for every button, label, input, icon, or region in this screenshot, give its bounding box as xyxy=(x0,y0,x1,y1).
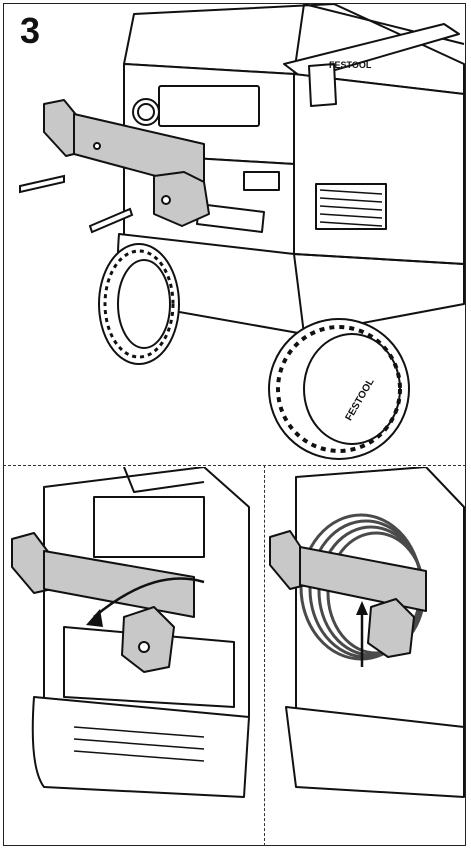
detail-cable-wound xyxy=(269,467,465,798)
panel-divider-vertical xyxy=(264,465,265,846)
main-illustration: FESTOOL FESTOOL xyxy=(19,4,465,460)
panel-divider-horizontal xyxy=(3,465,466,466)
step-number: 3 xyxy=(20,10,41,51)
lid-logo-text: FESTOOL xyxy=(329,60,372,70)
detail-rotate-latch xyxy=(11,467,250,798)
illustration-frame xyxy=(3,3,466,846)
